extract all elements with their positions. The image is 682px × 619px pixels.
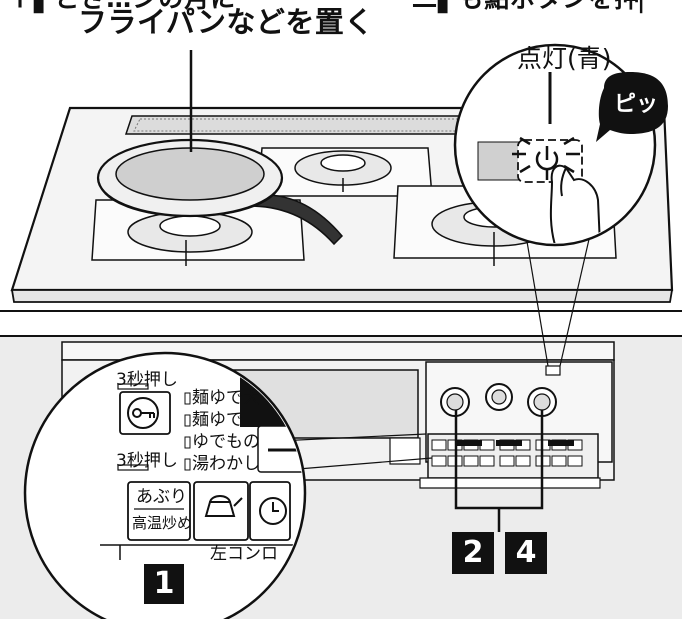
mode-label-noodle-large: 麺ゆで大	[192, 388, 260, 408]
grill-label: あぶり	[136, 487, 187, 507]
grill-sear-button[interactable]	[127, 481, 191, 541]
mode-label-noodle: 麺ゆで	[192, 410, 243, 430]
mode-checkboxes	[184, 392, 191, 471]
step-badge-2: 2	[452, 532, 494, 574]
mode-label-water: 湯わかし	[192, 454, 260, 474]
header-cut-left: ｆ▌とさ…ンの月に	[8, 0, 236, 11]
hold-label-top: 3秒押し	[116, 370, 178, 390]
kettle-icon	[204, 495, 243, 517]
lamp-label: 点灯(青)	[517, 44, 612, 73]
instruction-text: フライパンなどを置く	[78, 5, 374, 39]
step-leaders	[454, 410, 544, 532]
sound-label: ピッ	[614, 92, 659, 117]
frying-pan	[96, 138, 344, 246]
kettle-button[interactable]	[193, 481, 249, 541]
finger-icon	[549, 164, 602, 243]
key-icon	[127, 397, 159, 429]
power-button[interactable]	[517, 139, 583, 183]
power-callout	[453, 43, 668, 247]
sear-label: 高温炒め	[132, 514, 193, 532]
header-cut-right: 二▌も點ボタンを押▏	[412, 0, 660, 11]
hold-label-bottom: 3秒押し	[116, 451, 178, 471]
mode-label-boil: ゆでもの	[192, 432, 260, 452]
timer-icon	[259, 497, 287, 525]
step-badge-4: 4	[505, 532, 547, 574]
left-burner-label: 左コンロ	[210, 544, 278, 564]
rear-vent	[124, 115, 475, 135]
knob-center[interactable]	[485, 383, 513, 411]
step-badge-1: 1	[144, 564, 184, 604]
glow-rays	[512, 136, 580, 180]
sound-bubble	[596, 72, 668, 142]
burner-rear-center	[257, 147, 433, 197]
timer-button[interactable]	[249, 481, 291, 541]
power-button-small[interactable]	[545, 365, 561, 376]
burner-front-left	[91, 199, 305, 266]
